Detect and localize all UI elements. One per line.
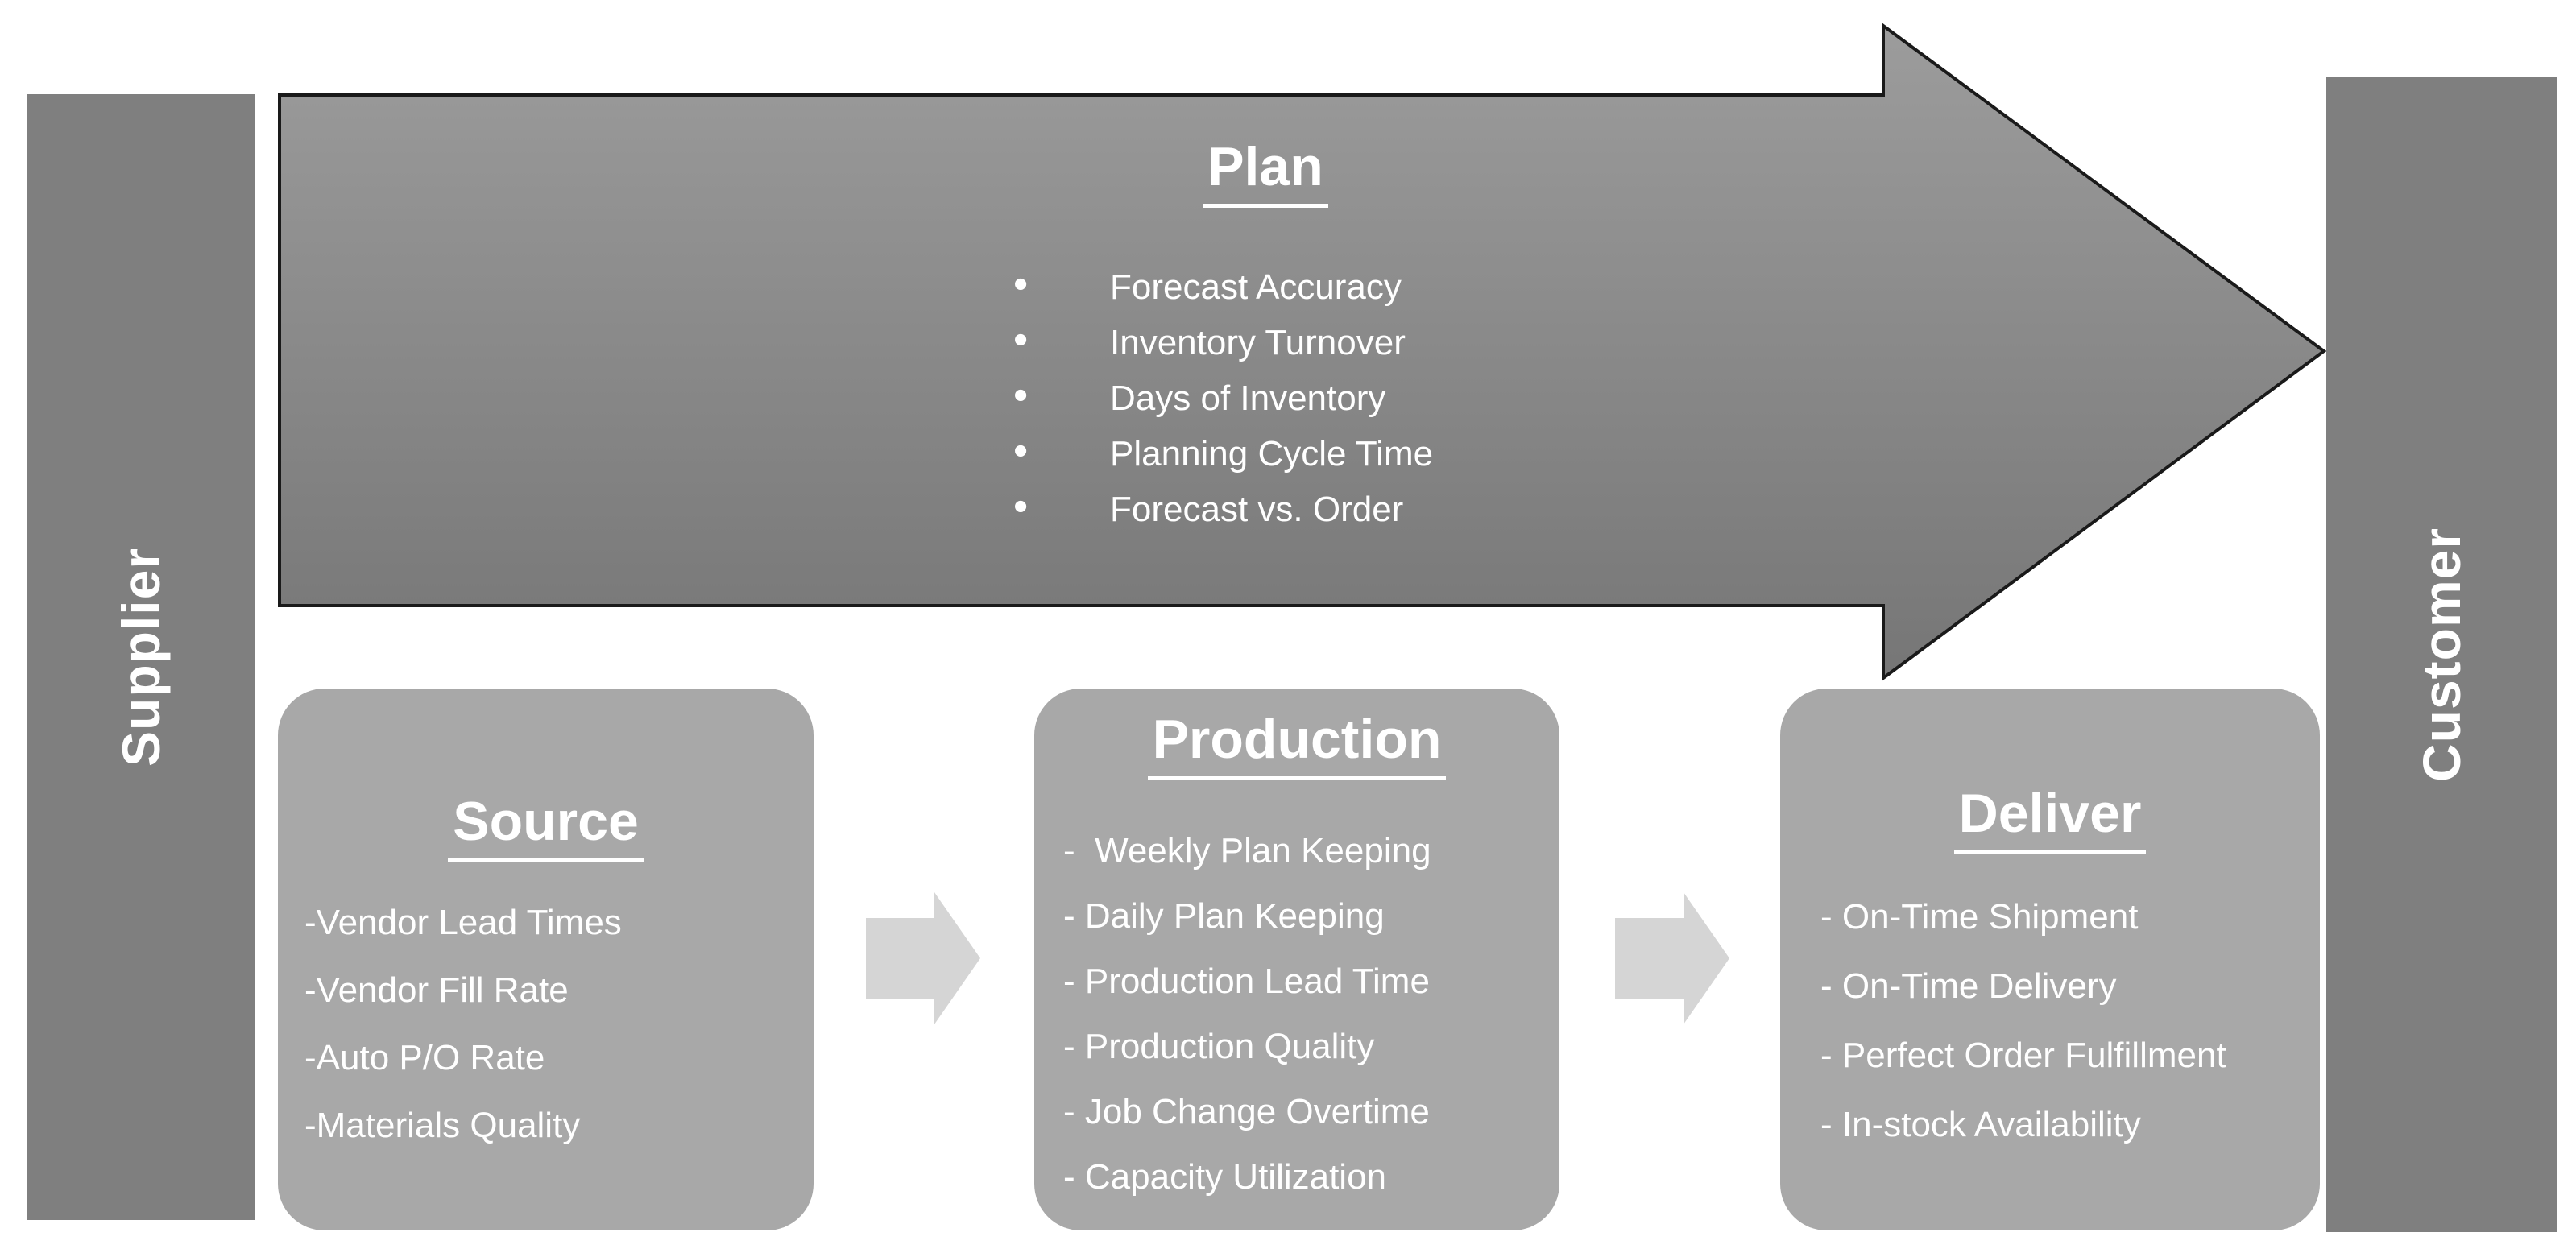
plan-title: Plan: [1024, 135, 1507, 208]
production-title: Production: [1034, 708, 1559, 780]
deliver-metrics-list: - On-Time Shipment - On-Time Delivery - Pe…: [1820, 895, 2226, 1172]
customer-bar: Customer: [2326, 77, 2557, 1232]
deliver-metric-item: - On-Time Delivery: [1820, 966, 2117, 1006]
plan-metric-item: Inventory Turnover: [1013, 312, 1433, 370]
production-box: Production - Weekly Plan Keeping - Daily …: [1034, 689, 1559, 1230]
production-metric-item: - Capacity Utilization: [1063, 1157, 1387, 1197]
deliver-title: Deliver: [1780, 782, 2320, 854]
supplier-bar: Supplier: [27, 94, 255, 1220]
source-title: Source: [278, 790, 814, 862]
production-metric-item: - Production Lead Time: [1063, 962, 1430, 1001]
source-metrics-list: -Vendor Lead Times -Vendor Fill Rate -Auto…: [304, 900, 622, 1171]
plan-metric-item: Planning Cycle Time: [1013, 424, 1433, 482]
plan-metrics-list: Forecast AccuracyInventory TurnoverDays …: [1013, 257, 1433, 537]
production-metric-item: - Job Change Overtime: [1063, 1092, 1430, 1131]
production-metric-item: - Weekly Plan Keeping: [1063, 831, 1431, 871]
production-metric-item: - Daily Plan Keeping: [1063, 896, 1385, 936]
source-metric-item: -Auto P/O Rate: [304, 1038, 545, 1077]
customer-label: Customer: [2412, 527, 2472, 782]
deliver-metric-item: - In-stock Availability: [1820, 1105, 2141, 1144]
plan-metric-item: Days of Inventory: [1013, 368, 1433, 426]
plan-metric-item: Forecast Accuracy: [1013, 257, 1433, 315]
deliver-metric-item: - Perfect Order Fulfillment: [1820, 1036, 2226, 1075]
source-metric-item: -Vendor Lead Times: [304, 903, 622, 942]
production-metrics-list: - Weekly Plan Keeping - Daily Plan Keepin…: [1063, 829, 1431, 1220]
source-box: Source -Vendor Lead Times -Vendor Fill Ra…: [278, 689, 814, 1230]
plan-metric-item: Forecast vs. Order: [1013, 479, 1433, 537]
source-metric-item: -Vendor Fill Rate: [304, 970, 569, 1010]
deliver-metric-item: - On-Time Shipment: [1820, 897, 2139, 937]
source-metric-item: -Materials Quality: [304, 1106, 581, 1145]
supplier-label: Supplier: [110, 547, 171, 767]
production-metric-item: - Production Quality: [1063, 1027, 1375, 1066]
deliver-box: Deliver - On-Time Shipment - On-Time Deli…: [1780, 689, 2320, 1230]
